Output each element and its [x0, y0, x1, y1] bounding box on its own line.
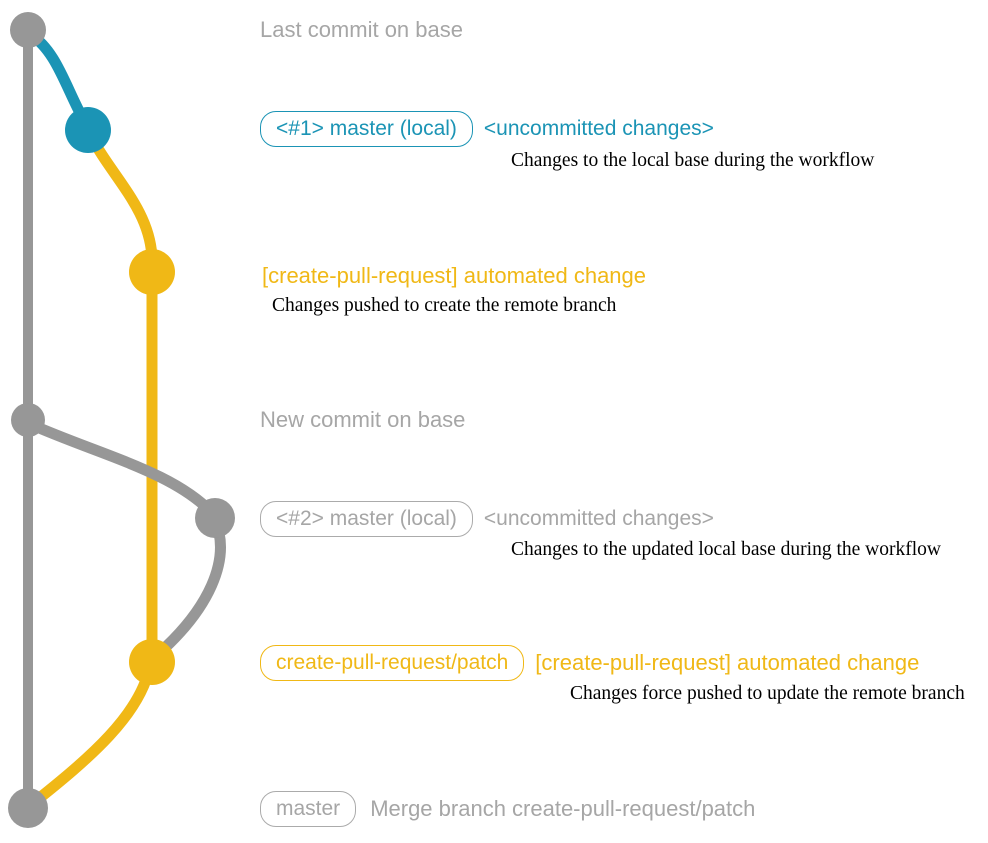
commit-desc-uncommitted-1: Changes to the local base during the wor… [511, 150, 875, 171]
label-last-commit-on-base: Last commit on base [260, 17, 463, 42]
commit-message-uncommitted-2: <uncommitted changes> [483, 507, 714, 530]
label-new-commit-on-base: New commit on base [260, 407, 466, 432]
commit-desc-uncommitted-2: Changes to the updated local base during… [511, 539, 941, 560]
commit-message-uncommitted-1: <uncommitted changes> [483, 117, 714, 140]
edge-merge-to-base [26, 660, 156, 810]
commit-dot-new-base [11, 403, 45, 437]
commit-desc-automated-1: Changes pushed to create the remote bran… [272, 295, 617, 316]
commit-message-automated-1: [create-pull-request] automated change [262, 263, 647, 288]
commit-dot-uncommitted-1 [65, 107, 111, 153]
commit-dot-automated-2 [129, 639, 175, 685]
commit-desc-automated-2: Changes force pushed to update the remot… [570, 683, 965, 704]
edge-uncommitted-2-in [151, 514, 226, 661]
branch-badge-master-local-1: <#1> master (local) [260, 111, 473, 147]
commit-dot-last-base [10, 12, 46, 48]
commit-message-merge: Merge branch create-pull-request/patch [370, 796, 756, 821]
row-merge: master Merge branch create-pull-request/… [260, 791, 755, 827]
branch-badge-master-local-2: <#2> master (local) [260, 501, 473, 537]
row-automated-2: create-pull-request/patch [create-pull-r… [260, 645, 919, 681]
edge-uncommitted-2-out [24, 418, 220, 521]
commit-dot-merge [8, 788, 48, 828]
branch-badge-master: master [260, 791, 357, 827]
commit-dot-automated-1 [129, 249, 175, 295]
branch-badge-create-pull-request-patch: create-pull-request/patch [260, 645, 525, 681]
edge-create-pull-request-patch [84, 128, 158, 668]
commit-message-automated-2: [create-pull-request] automated change [535, 650, 920, 675]
row-uncommitted-2: <#2> master (local) <uncommitted changes… [260, 501, 714, 537]
row-uncommitted-1: <#1> master (local) <uncommitted changes… [260, 111, 714, 147]
commit-dot-uncommitted-2 [195, 498, 235, 538]
